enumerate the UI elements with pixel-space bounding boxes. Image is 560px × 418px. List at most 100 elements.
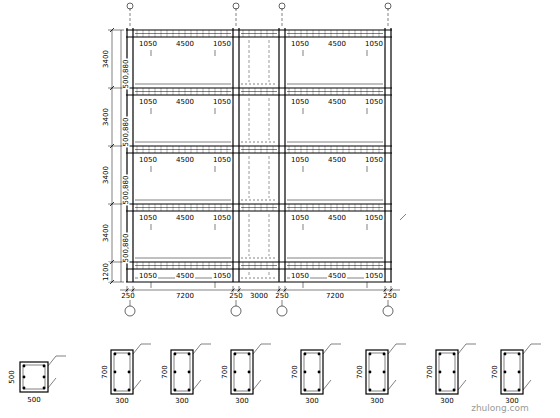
stirrup-tick — [325, 146, 326, 153]
rebar-dot — [43, 387, 46, 390]
dimension-line — [120, 290, 400, 291]
stirrup-tick — [267, 30, 268, 37]
stirrup-tick — [255, 88, 256, 95]
stirrup-tick — [373, 30, 374, 37]
rebar-line — [287, 142, 383, 143]
stirrup-tick — [209, 262, 210, 269]
rebar-dot — [188, 353, 191, 356]
stirrup — [439, 353, 455, 391]
stirrup-tick — [343, 88, 344, 95]
dimension-text: 1050 — [138, 99, 158, 106]
stirrup — [504, 353, 520, 391]
stirrup-tick — [255, 146, 256, 153]
leader-line — [215, 166, 216, 172]
rebar-line — [135, 207, 231, 208]
section-outline — [111, 350, 133, 394]
dimension-text: 1050 — [212, 99, 232, 106]
rebar-line — [135, 258, 231, 259]
leader-line — [367, 282, 368, 288]
dimension-line — [112, 30, 113, 282]
dimension-text: 4500 — [175, 157, 195, 164]
stirrup-tick — [295, 88, 296, 95]
rebar-dot — [518, 389, 521, 392]
stirrup-tick — [137, 30, 138, 37]
stirrup-tick — [331, 146, 332, 153]
dimension-text: 1050 — [212, 273, 232, 280]
dimension-text: 700 — [492, 364, 499, 379]
stirrup-tick — [313, 262, 314, 269]
leader-line — [303, 282, 304, 288]
stirrup-tick — [349, 262, 350, 269]
grid-bubble — [383, 306, 393, 316]
column-rebar — [269, 98, 270, 140]
dimension-text: 4500 — [327, 273, 347, 280]
stirrup-tick — [191, 146, 192, 153]
rebar-line — [287, 149, 383, 150]
rebar-line — [287, 91, 383, 92]
stirrup-tick — [255, 262, 256, 269]
beam-line — [126, 94, 392, 95]
rebar-line — [135, 91, 231, 92]
rebar-dot — [248, 353, 251, 356]
rebar-dot — [439, 389, 442, 392]
stirrup-tick — [249, 262, 250, 269]
dimension-text: 500 — [9, 369, 16, 384]
dimension-text: 250 — [382, 293, 397, 300]
dimension-text: 500,880 — [123, 117, 130, 148]
column-rebar — [269, 40, 270, 82]
column-rebar — [269, 214, 270, 256]
rebar-dot — [383, 353, 386, 356]
stirrup-tick — [167, 262, 168, 269]
column-line — [284, 28, 285, 282]
stirrup-tick — [191, 262, 192, 269]
stirrup-tick — [379, 204, 380, 211]
stirrup-tick — [379, 88, 380, 95]
dimension-text: 1050 — [138, 157, 158, 164]
stirrup-tick — [367, 30, 368, 37]
rebar-line — [241, 149, 277, 150]
stirrup — [174, 353, 190, 391]
beam-line — [126, 268, 392, 269]
grid-axis — [282, 8, 283, 28]
stirrup-tick — [301, 146, 302, 153]
leader-line — [215, 282, 216, 288]
stirrup-tick — [355, 146, 356, 153]
grid-bubble — [277, 306, 287, 316]
leader-line — [253, 380, 261, 390]
stirrup-tick — [355, 30, 356, 37]
leader-line — [201, 344, 211, 345]
column-line — [232, 28, 233, 282]
leader-line — [323, 380, 331, 390]
dimension-tick — [110, 280, 114, 284]
stirrup-tick — [379, 146, 380, 153]
dimension-tick — [110, 260, 114, 264]
stirrup-tick — [179, 262, 180, 269]
stirrup-tick — [191, 30, 192, 37]
leader-line — [523, 380, 531, 390]
grid-axis — [388, 8, 389, 28]
stirrup-tick — [227, 204, 228, 211]
grid-bubble — [279, 3, 285, 9]
stirrup-tick — [367, 262, 368, 269]
stirrup-tick — [267, 262, 268, 269]
rebar-line — [287, 207, 383, 208]
leader-line — [261, 344, 271, 345]
leader-line — [215, 50, 216, 56]
dimension-tick — [110, 28, 114, 32]
stirrup-tick — [209, 204, 210, 211]
stirrup-tick — [203, 204, 204, 211]
leader-line — [523, 344, 531, 354]
stirrup-tick — [197, 204, 198, 211]
stirrup-tick — [295, 30, 296, 37]
grid-bubble — [127, 3, 133, 9]
dimension-text: 1050 — [212, 41, 232, 48]
leader-line — [367, 50, 368, 56]
stirrup — [304, 353, 320, 391]
stirrup-tick — [273, 262, 274, 269]
stirrup-tick — [261, 30, 262, 37]
rebar-line — [287, 33, 383, 34]
stirrup-tick — [215, 146, 216, 153]
stirrup-tick — [379, 262, 380, 269]
stirrup-tick — [307, 30, 308, 37]
